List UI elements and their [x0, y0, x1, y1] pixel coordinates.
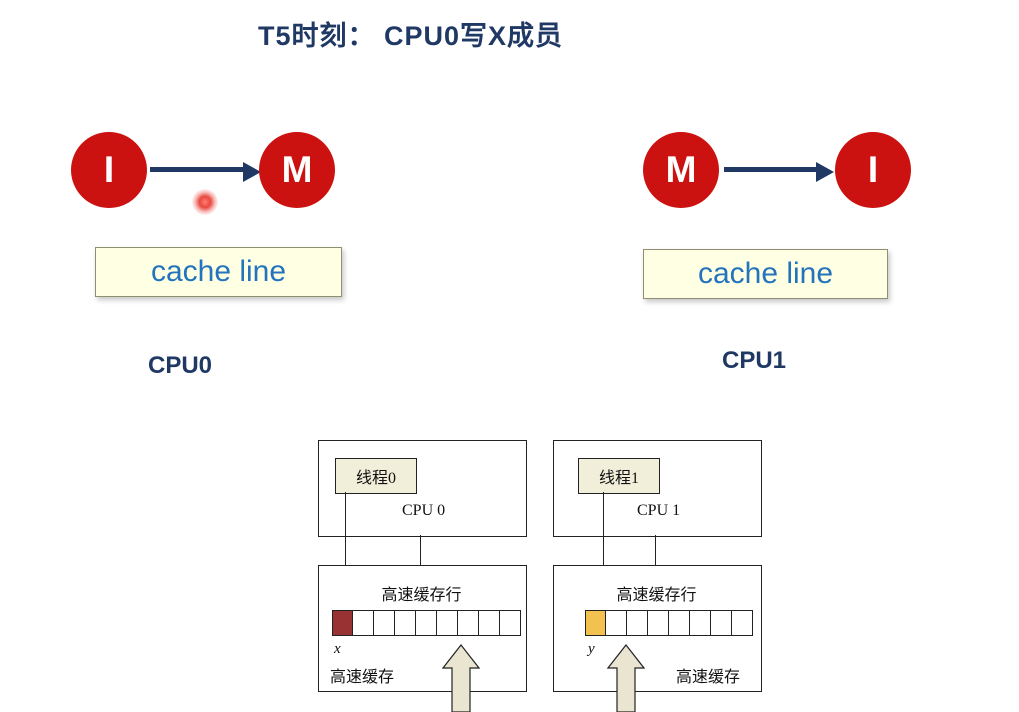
- cache-cell: [690, 610, 711, 636]
- cpu0-processor-label: CPU 0: [402, 502, 446, 519]
- cache-cell: [374, 610, 395, 636]
- cache-cell: [479, 610, 500, 636]
- cpu0-cache-line-label: cache line: [150, 255, 287, 288]
- cpu1-cache-label: 高速缓存: [676, 669, 741, 686]
- cpu0-state-to-circle: M: [259, 132, 335, 208]
- cpu0-variable-label: x: [334, 641, 341, 657]
- cpu1-cache-row-label: 高速缓存行: [616, 587, 697, 604]
- cache-cell: [458, 610, 479, 636]
- cpu1-state-to-circle: I: [835, 132, 911, 208]
- cpu0-cache-line-box: cache line: [95, 247, 342, 297]
- cpu1-memory-up-arrow-icon: [607, 644, 645, 712]
- cpu1-thread-label: 线程1: [598, 470, 639, 487]
- cache-cell: [627, 610, 648, 636]
- cpu0-cache-label: 高速缓存: [330, 669, 395, 686]
- cache-cell: [353, 610, 374, 636]
- cpu0-state-from-label: I: [103, 149, 115, 190]
- cache-cell: [585, 610, 606, 636]
- cpu0-cache-line-cells: [332, 610, 521, 636]
- cpu0-label: CPU0: [148, 352, 213, 379]
- cpu1-cache-line-label: cache line: [697, 257, 834, 290]
- cpu0-state-to-label: M: [281, 149, 313, 190]
- cache-cell: [669, 610, 690, 636]
- cache-cell: [395, 610, 416, 636]
- cpu0-thread-label: 线程0: [355, 470, 396, 487]
- cache-cell: [500, 610, 521, 636]
- cpu0-cache-connector-line: [420, 535, 421, 565]
- cpu0-state-from-circle: I: [71, 132, 147, 208]
- cpu1-state-to-label: I: [867, 149, 879, 190]
- cache-cell: [606, 610, 627, 636]
- cpu0-thread-to-cell-arrow-line: [345, 492, 346, 604]
- cpu0-thread-box: 线程0: [335, 458, 417, 494]
- cpu0-memory-up-arrow-icon: [442, 644, 480, 712]
- cache-cell: [648, 610, 669, 636]
- cpu1-variable-label: y: [588, 641, 595, 657]
- laser-pointer-dot: [192, 189, 218, 215]
- cpu0-transition-arrowhead-icon: [243, 162, 261, 182]
- cpu1-state-from-circle: M: [643, 132, 719, 208]
- cache-cell: [711, 610, 732, 636]
- cpu1-cache-line-box: cache line: [643, 249, 888, 299]
- cache-cell: [732, 610, 753, 636]
- cpu1-label: CPU1: [722, 347, 787, 374]
- cache-cell: [416, 610, 437, 636]
- slide-title: T5时刻： CPU0写X成员: [258, 21, 564, 51]
- cpu1-thread-to-cell-arrow-line: [603, 492, 604, 604]
- cpu1-cache-line-cells: [585, 610, 753, 636]
- cache-cell: [332, 610, 353, 636]
- cpu1-thread-box: 线程1: [578, 458, 660, 494]
- cpu1-transition-arrow-line: [724, 167, 818, 172]
- cpu1-transition-arrowhead-icon: [816, 162, 834, 182]
- cpu1-state-from-label: M: [665, 149, 697, 190]
- cpu1-processor-label: CPU 1: [637, 502, 681, 519]
- cache-cell: [437, 610, 458, 636]
- cpu0-transition-arrow-line: [150, 167, 246, 172]
- cpu0-cache-row-label: 高速缓存行: [381, 587, 462, 604]
- cpu1-cache-connector-line: [655, 535, 656, 565]
